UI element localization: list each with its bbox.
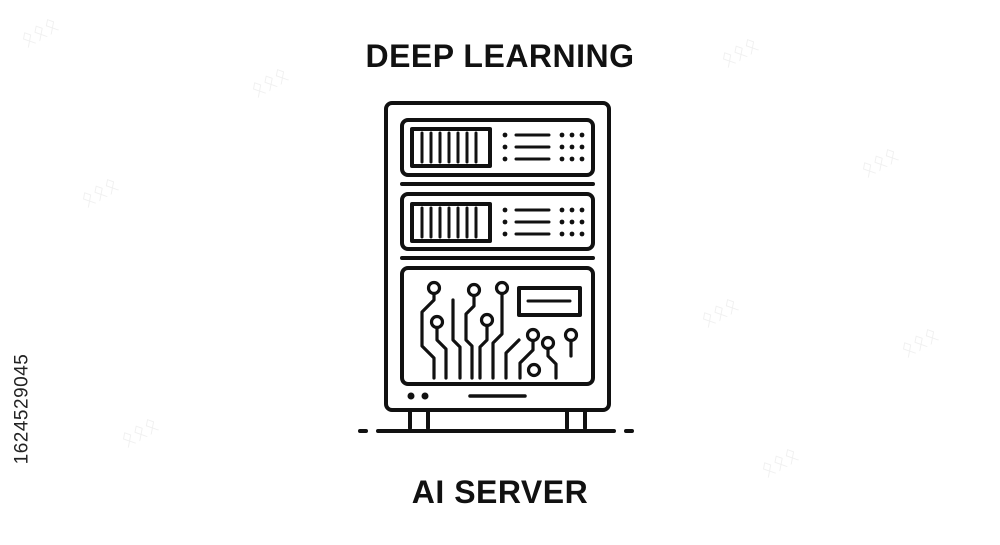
server-cabinet-outline: [384, 101, 611, 412]
chip-display: [517, 286, 582, 317]
drive-bay-middle-slots: [420, 206, 478, 239]
caption-ai-server: AI SERVER: [411, 474, 589, 510]
power-indicator-dots: [407, 392, 429, 400]
circuit-board-panel: [400, 266, 595, 386]
status-dots-middle: [502, 207, 585, 237]
title-deep-learning: DEEP LEARNING: [365, 38, 635, 74]
drive-bay-top: [410, 127, 492, 168]
circuit-traces: [420, 280, 579, 380]
server-unit-top: [400, 118, 595, 177]
stock-image-id: 1624529045: [10, 296, 34, 522]
status-lines-middle: [514, 208, 551, 236]
drive-bay-middle: [410, 202, 492, 243]
server-unit-middle: [400, 192, 595, 251]
status-dots-top: [502, 132, 585, 162]
stock-image-id-text: 1624529045: [11, 353, 33, 465]
drive-bay-top-slots: [420, 131, 478, 164]
status-lines-top: [514, 133, 551, 161]
